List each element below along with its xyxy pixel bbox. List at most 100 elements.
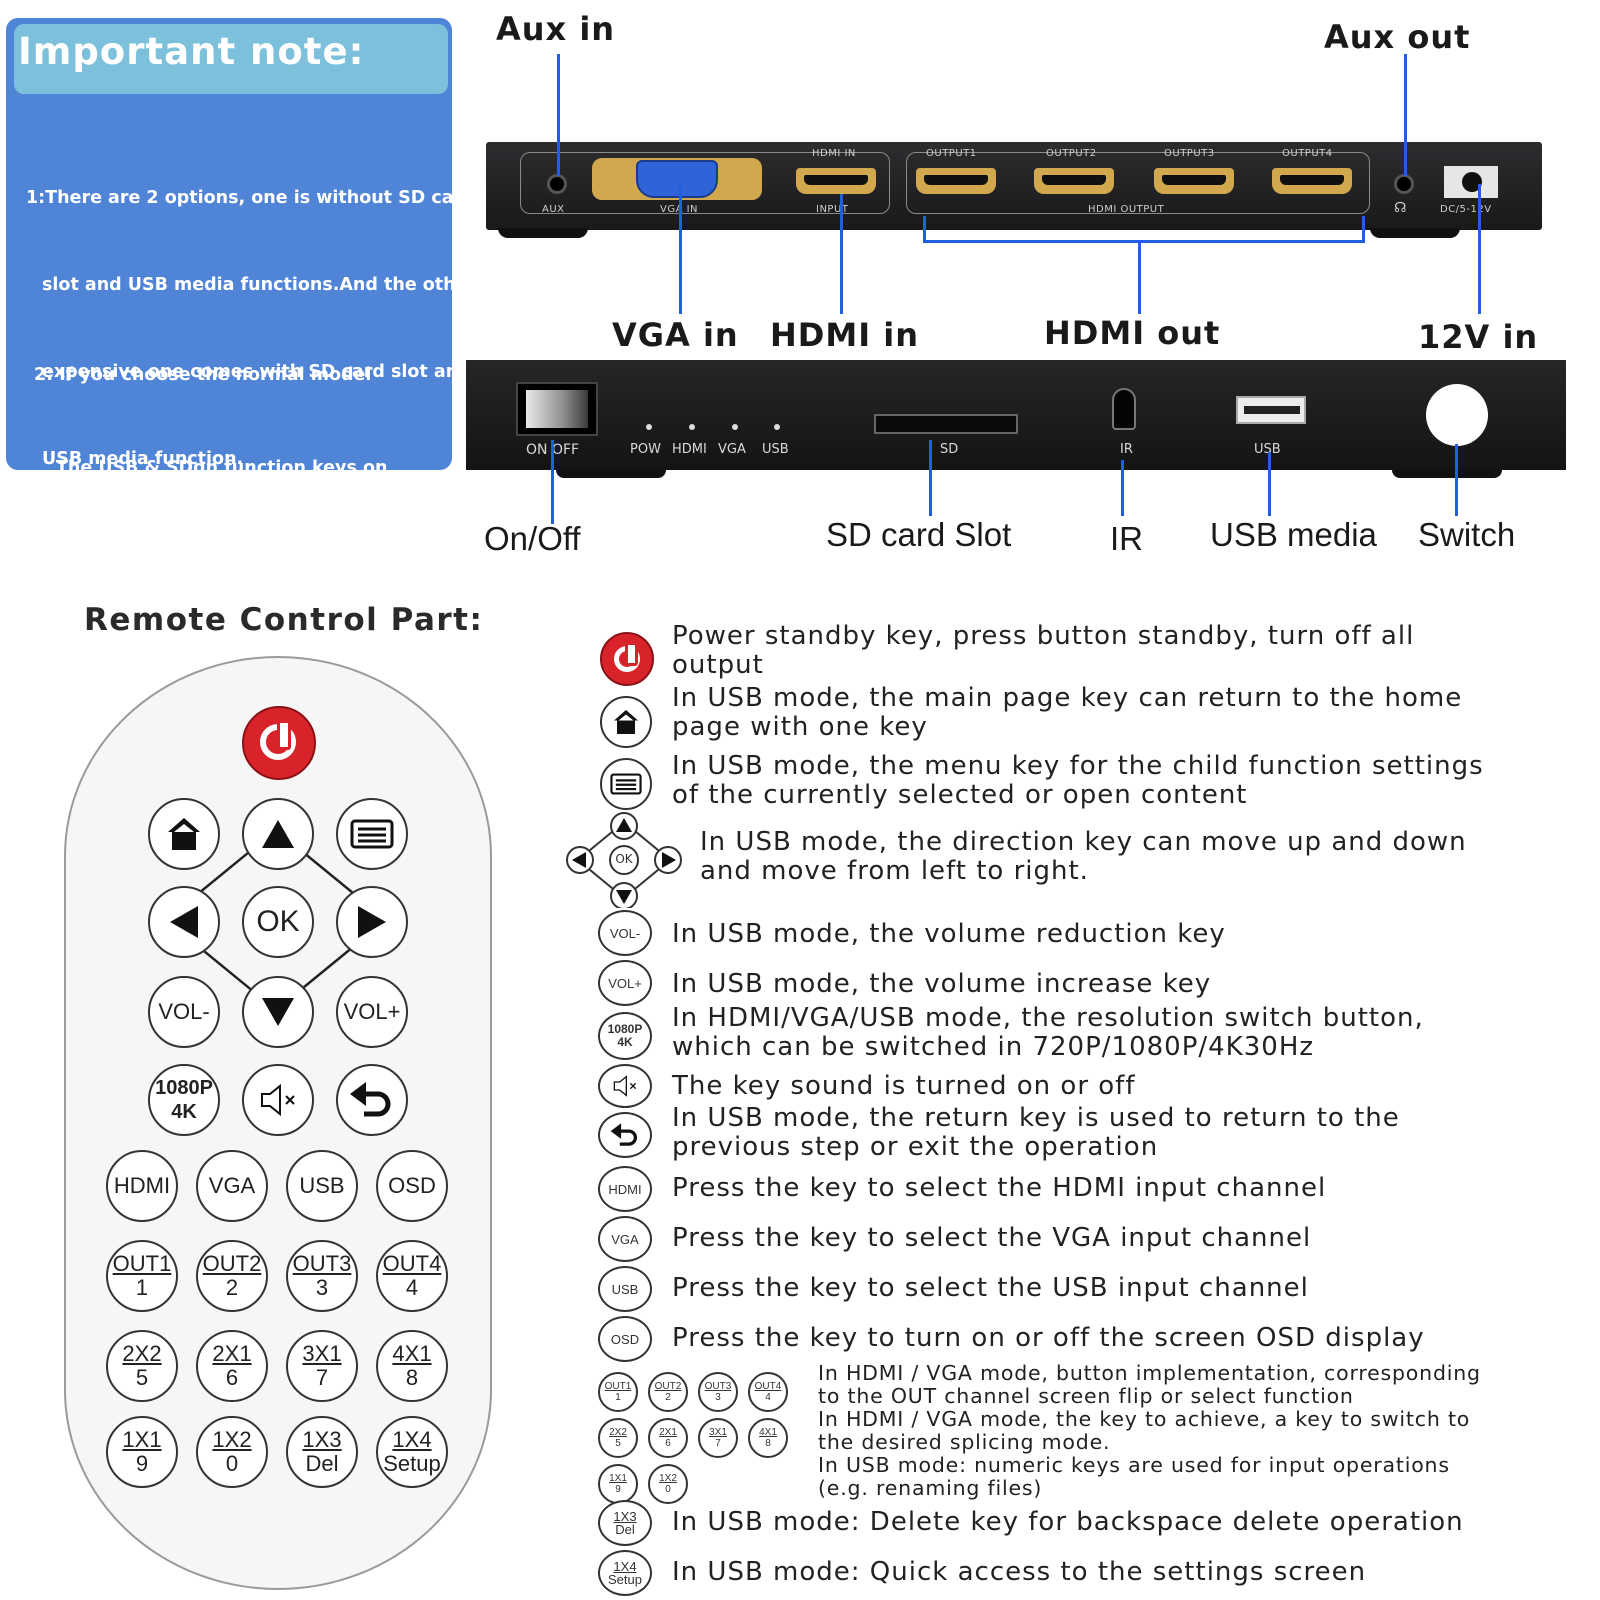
legend-mute: The key sound is turned on or off xyxy=(672,1071,1136,1101)
note-line: USB media function. xyxy=(42,449,244,469)
label-hdmi-output: HDMI OUTPUT xyxy=(1088,204,1165,215)
led-pow xyxy=(646,424,652,430)
vol-minus-button[interactable]: VOL- xyxy=(148,976,220,1048)
key-bottom-label: 5 xyxy=(135,1365,149,1390)
key-bottom-label: Setup xyxy=(608,1572,642,1587)
key-bottom-label: 7 xyxy=(315,1365,329,1390)
label-vga-in: VGA IN xyxy=(660,204,699,215)
vga-button[interactable]: VGA xyxy=(196,1150,268,1222)
callout-aux-in: Aux in xyxy=(496,10,616,48)
headphone-icon: ☊ xyxy=(1394,200,1407,216)
hdmi-output2-port xyxy=(1034,168,1114,194)
key-top-label: 2X2 xyxy=(609,1427,627,1438)
home-icon xyxy=(600,696,652,748)
vol-minus-icon: VOL- xyxy=(598,910,652,956)
vol-plus-button[interactable]: VOL+ xyxy=(336,976,408,1048)
key-top-label: 1X1 xyxy=(609,1473,627,1484)
hdmi-icon: HDMI xyxy=(598,1166,652,1212)
line-on-off xyxy=(551,440,554,524)
label-hdmi-in: HDMI IN xyxy=(812,148,856,159)
right-arrow-icon[interactable] xyxy=(336,886,408,958)
key-top-label: 2X1 xyxy=(212,1341,252,1366)
hdmi-in-port xyxy=(796,168,876,194)
hdmi-output4-port xyxy=(1272,168,1352,194)
osd-button[interactable]: OSD xyxy=(376,1150,448,1222)
key-top-label: 1X2 xyxy=(659,1473,677,1484)
key-top-label: OUT4 xyxy=(754,1381,782,1392)
callout-hdmi-in: HDMI in xyxy=(770,316,919,354)
line-hdmi-out xyxy=(1138,240,1141,314)
note-line: expensive one comes with SD card slot an… xyxy=(42,362,471,382)
key-bottom-label: 9 xyxy=(615,1484,621,1495)
power-icon[interactable] xyxy=(242,706,316,780)
dc-power-socket xyxy=(1444,166,1498,198)
panel-foot xyxy=(556,470,666,478)
setup-icon: 1X4 Setup xyxy=(598,1550,652,1596)
key-top-label: 1X4 xyxy=(613,1559,637,1574)
legend-back: In USB mode, the return key is used to r… xyxy=(672,1103,1400,1162)
sd-card-slot xyxy=(874,414,1018,434)
line-switch xyxy=(1455,444,1458,516)
legend-usb: Press the key to select the USB input ch… xyxy=(672,1273,1309,1303)
left-arrow-icon[interactable] xyxy=(148,886,220,958)
line-aux-out xyxy=(1404,54,1407,176)
label-pow: POW xyxy=(630,442,661,457)
key-bottom-label: 8 xyxy=(405,1365,419,1390)
important-note-card xyxy=(6,18,452,470)
legend-menu: In USB mode, the menu key for the child … xyxy=(672,751,1484,810)
note-line: 1:There are 2 options, one is without SD… xyxy=(26,188,475,208)
line-vga-in xyxy=(679,186,682,314)
callout-on-off: On/Off xyxy=(484,520,581,557)
mute-icon[interactable] xyxy=(242,1064,314,1136)
note-title-bar xyxy=(14,24,448,94)
line-hdmi-in xyxy=(840,194,843,314)
back-icon[interactable] xyxy=(336,1064,408,1136)
hdmi-button[interactable]: HDMI xyxy=(106,1150,178,1222)
resolution-button[interactable]: 1080P 4K xyxy=(148,1064,220,1136)
home-icon[interactable] xyxy=(148,798,220,870)
osd-icon: OSD xyxy=(598,1316,652,1362)
up-arrow-icon[interactable] xyxy=(242,798,314,870)
output-group-outline xyxy=(906,152,1370,214)
down-arrow-icon[interactable] xyxy=(242,976,314,1048)
note-line: slot and USB media functions.And the oth… xyxy=(42,275,477,295)
direction-ok-label: OK xyxy=(615,852,633,866)
label-usb: USB xyxy=(762,442,789,457)
line-12v-in xyxy=(1478,184,1481,314)
usb-button[interactable]: USB xyxy=(286,1150,358,1222)
legend-setup: In USB mode: Quick access to the setting… xyxy=(672,1557,1367,1587)
note-line: 2: If you choose the normal model xyxy=(34,365,372,385)
line-hdmi-out-right xyxy=(1362,216,1365,242)
usb-port xyxy=(1236,396,1306,424)
key-bottom-label: 4 xyxy=(765,1392,771,1403)
menu-icon[interactable] xyxy=(336,798,408,870)
legend-direction: In USB mode, the direction key can move … xyxy=(700,827,1467,886)
key-top-label: OUT3 xyxy=(704,1381,732,1392)
callout-switch: Switch xyxy=(1418,516,1516,553)
ok-button[interactable]: OK xyxy=(242,886,314,958)
ir-sensor xyxy=(1112,388,1136,430)
note-line: the remote control are not working. xyxy=(56,551,412,571)
led-usb xyxy=(774,424,780,430)
legend-resolution: In HDMI/VGA/USB mode, the resolution swi… xyxy=(672,1003,1424,1062)
line-sd-slot xyxy=(929,440,932,516)
label-input: INPUT xyxy=(816,204,849,215)
